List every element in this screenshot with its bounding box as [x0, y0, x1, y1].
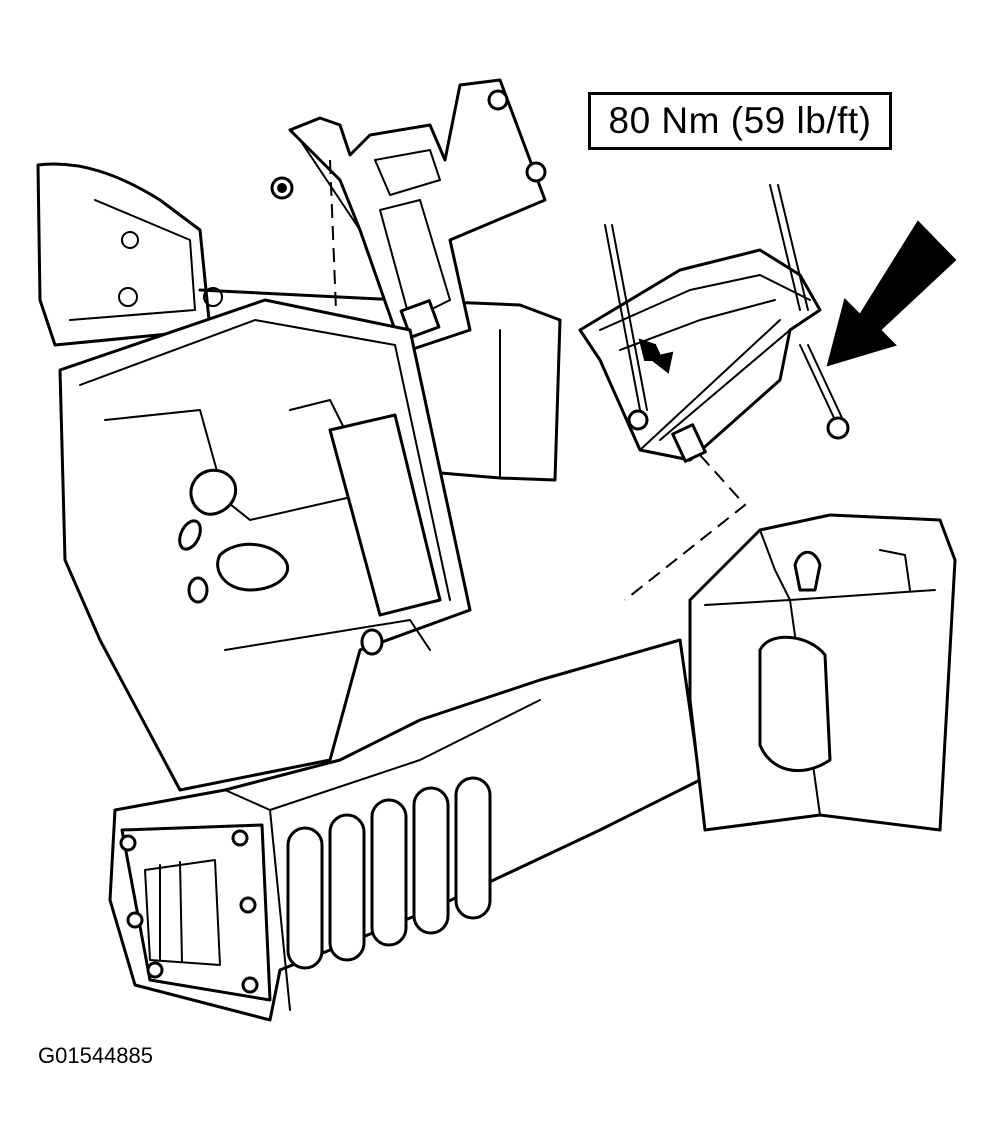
torque-spec-text: 80 Nm (59 lb/ft)	[608, 100, 872, 141]
bolt-icon	[270, 89, 547, 200]
arrow-pointer-icon	[826, 220, 957, 367]
frame-side-bracket	[688, 513, 957, 832]
frame-rail	[108, 638, 702, 1022]
torque-spec-label: 80 Nm (59 lb/ft)	[588, 92, 892, 150]
mount-alignment-line	[624, 454, 747, 601]
figure-id: G01544885	[38, 1043, 153, 1068]
frame-crossmember-plate	[58, 298, 472, 792]
engine-bracket	[288, 78, 547, 352]
mount-studs	[604, 184, 850, 440]
